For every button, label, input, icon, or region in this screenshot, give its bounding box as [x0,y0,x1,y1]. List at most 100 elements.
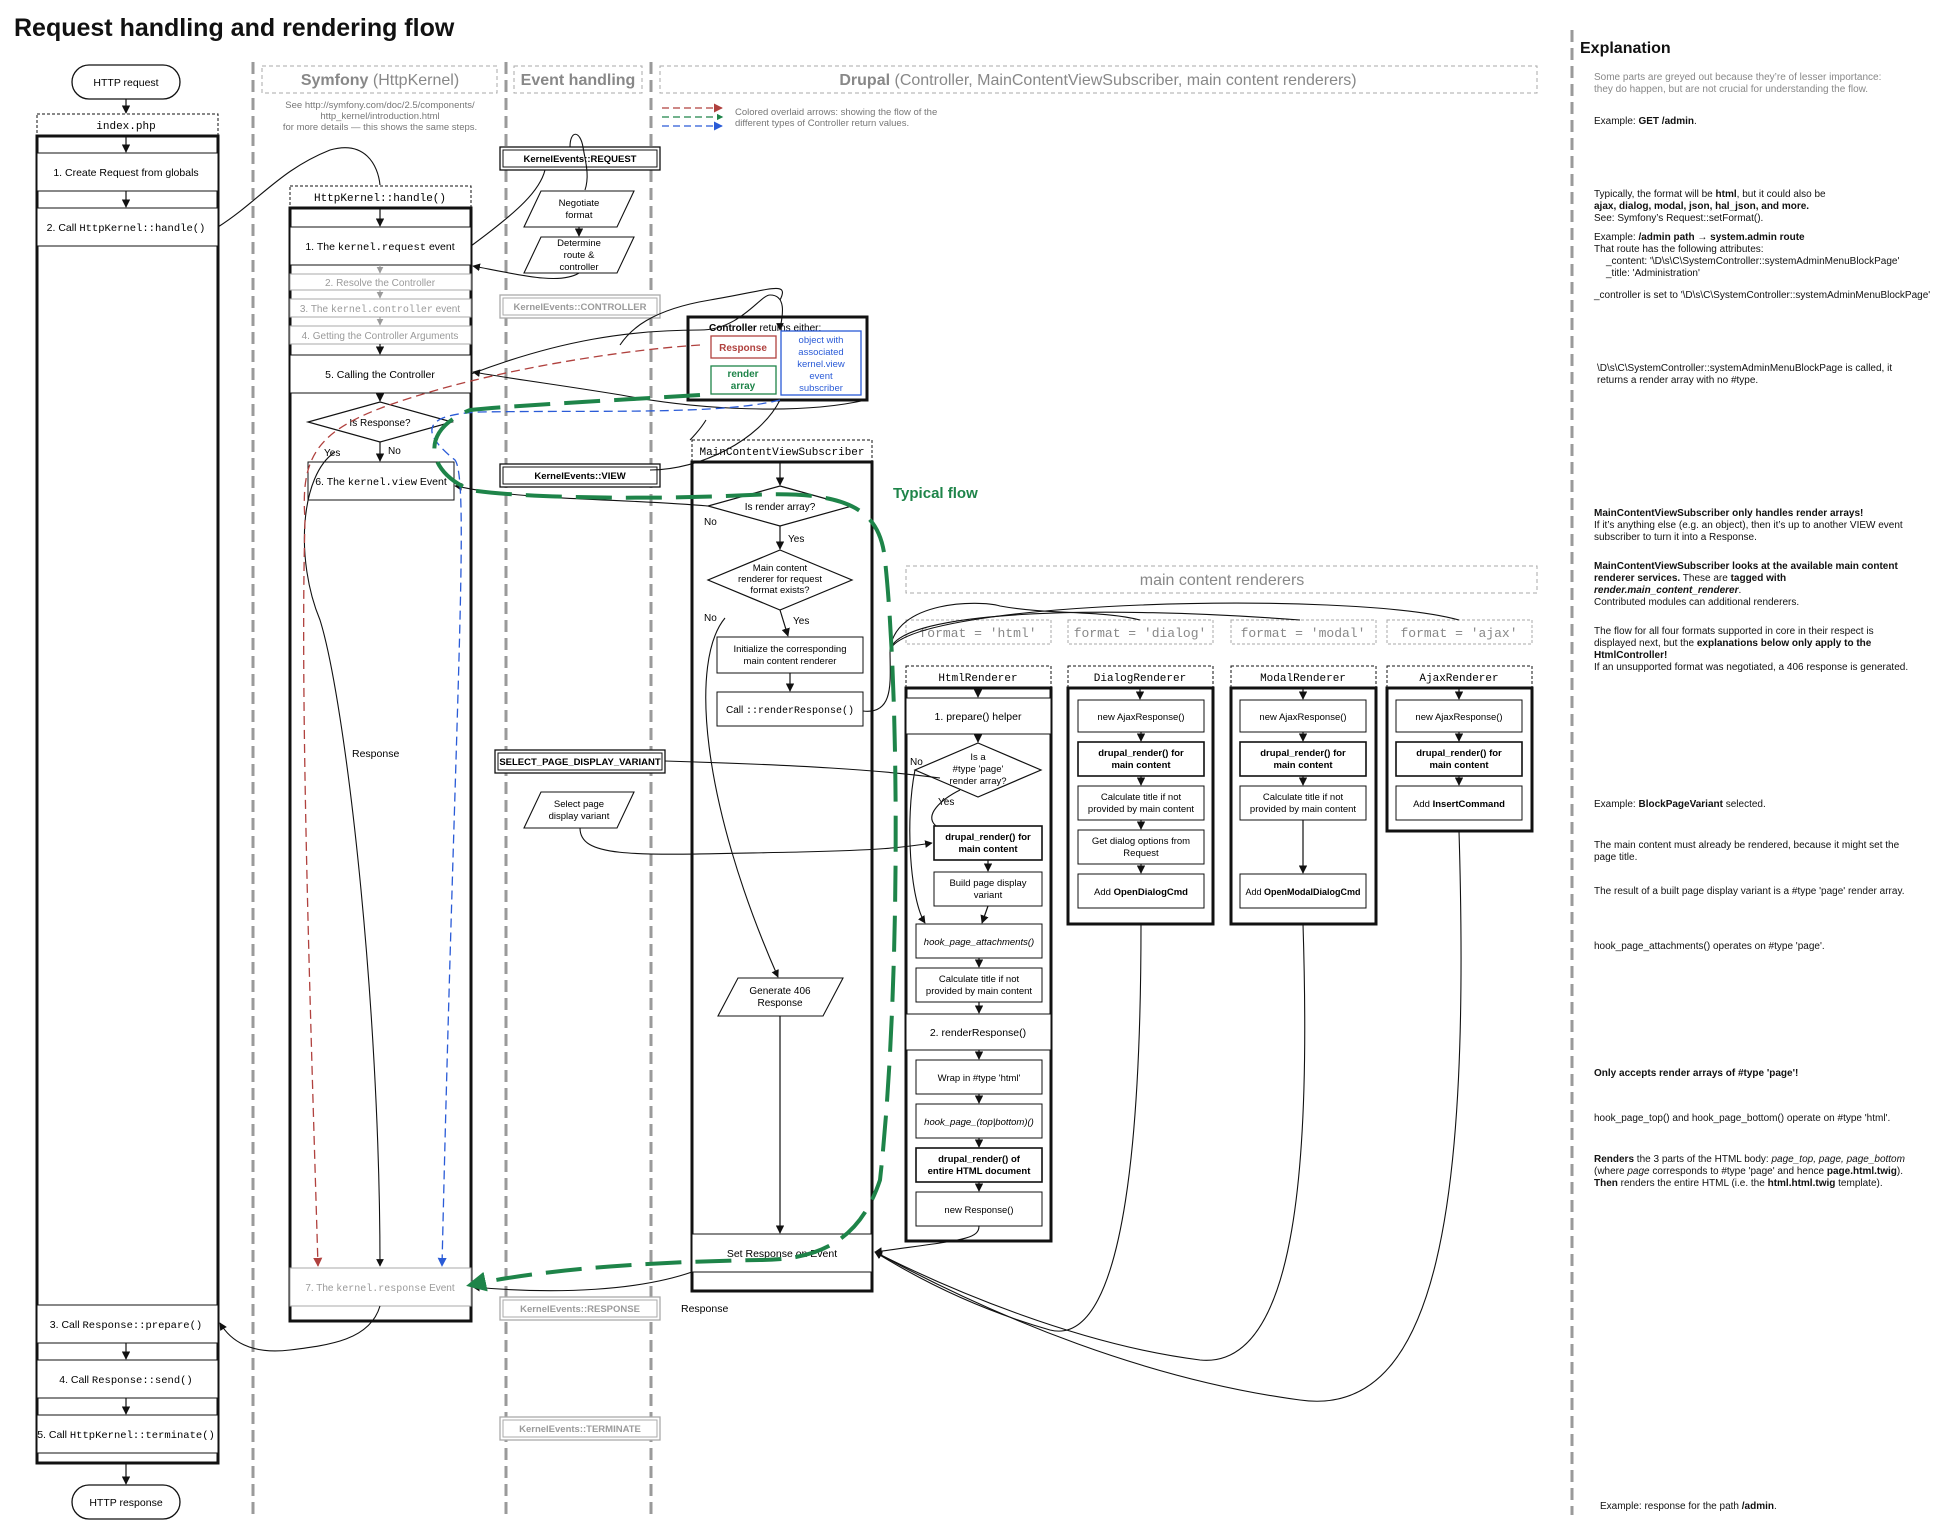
svg-text:hook_page_(top|bottom)(): hook_page_(top|bottom)() [924,1117,1034,1128]
index-step-prepare: 3. Call Response::prepare() [36,1304,219,1344]
expl-controller-set: _controller is set to '\D\s\C\SystemCont… [1594,290,1931,301]
svg-text:DialogRenderer: DialogRenderer [1094,673,1186,685]
http-request-terminal: HTTP request [71,64,181,100]
event-select-page-display-variant: SELECT_PAGE_DISPLAY_VARIANT [494,749,666,774]
svg-text:4. Call Response::send(): 4. Call Response::send() [59,1374,193,1387]
html-drupal-render-main: drupal_render() for main content [933,825,1043,861]
svg-text:KernelEvents::CONTROLLER: KernelEvents::CONTROLLER [513,302,646,313]
modal-add-cmd: Add OpenModalDialogCmd [1239,873,1367,909]
html-drupal-render-entire: drupal_render() of entire HTML document [915,1147,1043,1183]
mcvs-set-response: Set Response on Event [691,1233,873,1273]
ajax-renderer-header: AjaxRenderer [1386,665,1533,688]
http-response-terminal: HTTP response [71,1484,181,1520]
kernel-step-controller-arguments: 4. Getting the Controller Arguments [289,325,472,345]
index-step-call-handle: 2. Call HttpKernel::handle() [36,207,219,247]
svg-text:new AjaxResponse(): new AjaxResponse() [1097,712,1184,723]
event-determine-route: Determine route & controller [523,236,635,274]
svg-text:new Response(): new Response() [944,1205,1013,1216]
svg-text:drupal_render() for: drupal_render() for [945,832,1031,843]
svg-text:for more details — this shows: for more details — this shows the same s… [283,122,477,133]
svg-text:render array?: render array? [949,776,1006,787]
svg-text:Drupal (Controller, MainConten: Drupal (Controller, MainContentViewSubsc… [839,72,1356,89]
svg-text:Main content: Main content [753,563,808,574]
expl-example-get: Example: GET /admin. [1594,116,1697,127]
kernel-no-label: No [388,446,401,457]
svg-text:drupal_render() for: drupal_render() for [1416,748,1502,759]
svg-text:format: format [566,210,593,221]
svg-text:3. Call Response::prepare(): 3. Call Response::prepare() [50,1319,202,1332]
index-step-send: 4. Call Response::send() [36,1359,219,1399]
expl-final-response: Example: response for the path /admin. [1600,1501,1777,1512]
svg-text:Request: Request [1123,848,1159,859]
html-build-variant: Build page display variant [933,871,1043,907]
svg-text:format = 'dialog': format = 'dialog' [1074,626,1207,641]
svg-text:format = 'ajax': format = 'ajax' [1400,626,1517,641]
svg-text:format = 'modal': format = 'modal' [1241,626,1366,641]
html-render-response-step: 2. renderResponse() [905,1013,1052,1051]
svg-text:event: event [809,371,833,382]
svg-text:3. The kernel.controller event: 3. The kernel.controller event [300,304,460,316]
svg-text:http_kernel/introduction.html: http_kernel/introduction.html [320,111,439,122]
svg-text:5. Call HttpKernel::terminate(: 5. Call HttpKernel::terminate() [37,1429,215,1442]
mcvs-response-label: Response [681,1303,728,1315]
svg-text:Calculate title if not: Calculate title if not [1263,792,1344,803]
controller-option-object: object with associated kernel.view event… [780,330,862,396]
blue-flow-arrow [431,399,781,1267]
svg-text:main content: main content [958,844,1018,855]
svg-text:2. Call HttpKernel::handle(): 2. Call HttpKernel::handle() [47,222,206,235]
mcvs-header: MainContentViewSubscriber [691,439,873,462]
expl-block-variant: Example: BlockPageVariant selected. [1594,799,1766,810]
svg-text:subscriber: subscriber [799,383,843,394]
svg-text:associated: associated [798,347,843,358]
expl-mcvs-looks: MainContentViewSubscriber looks at the a… [1594,561,1898,608]
expl-only-accepts: Only accepts render arrays of #type 'pag… [1594,1068,1799,1079]
legend-arrows: Colored overlaid arrows: showing the flo… [662,103,937,131]
svg-text:Add OpenModalDialogCmd: Add OpenModalDialogCmd [1245,887,1360,897]
svg-text:entire HTML document: entire HTML document [928,1166,1032,1177]
svg-text:Set Response on Event: Set Response on Event [727,1248,837,1260]
svg-text:1. Create Request from globals: 1. Create Request from globals [53,167,198,179]
svg-text:kernel.view: kernel.view [797,359,845,370]
lane-header-symfony: Symfony (HttpKernel) [261,65,498,94]
mcvs-call-render-response: Call ::renderResponse() [716,691,864,727]
svg-text:index.php: index.php [96,121,155,133]
page-title: Request handling and rendering flow [14,14,455,42]
svg-text:Calculate title if not: Calculate title if not [939,974,1020,985]
svg-text:Determine: Determine [557,238,601,249]
svg-text:1. prepare() helper: 1. prepare() helper [935,711,1022,723]
svg-text:7. The kernel.response Event: 7. The kernel.response Event [305,1283,455,1295]
ajax-add-cmd: Add InsertCommand [1395,785,1523,821]
kernel-step-request-event: 1. The kernel.request event [289,226,472,266]
event-select-page-variant-step: Select page display variant [523,791,635,829]
ajax-drupal-render: drupal_render() for main content [1395,741,1523,777]
mcvs-init-renderer: Initialize the corresponding main conten… [716,636,864,674]
svg-text:Is render array?: Is render array? [745,502,816,513]
event-kernel-terminate: KernelEvents::TERMINATE [499,1416,661,1441]
svg-text:Get dialog options from: Get dialog options from [1092,836,1190,847]
format-html: format = 'html' [905,619,1052,645]
modal-calc-title: Calculate title if not provided by main … [1239,785,1367,821]
svg-text:drupal_render() for: drupal_render() for [1260,748,1346,759]
mcvs-yes-label-2: Yes [793,616,809,627]
svg-text:display variant: display variant [549,811,610,822]
dialog-get-options: Get dialog options from Request [1077,829,1205,865]
html-renderer-frame [904,686,1053,1243]
html-yes-label: Yes [938,797,954,808]
kernel-step-resolve-controller: 2. Resolve the Controller [289,273,472,291]
svg-text:Controller returns either:: Controller returns either: [709,323,821,334]
html-no-label: No [910,757,923,768]
svg-text:#type 'page': #type 'page' [953,764,1004,775]
svg-text:Event handling: Event handling [521,72,636,89]
svg-text:main content: main content [1273,760,1333,771]
svg-text:Response: Response [757,998,802,1009]
mcvs-no-label-2: No [704,613,717,624]
mcvs-decision-renderer-exists: Main content renderer for request format… [706,549,854,611]
svg-text:format exists?: format exists? [750,585,809,596]
svg-text:new AjaxResponse(): new AjaxResponse() [1259,712,1346,723]
expl-built-variant: The result of a built page display varia… [1594,886,1905,897]
html-renderer-header: HtmlRenderer [905,665,1052,688]
svg-text:Is a: Is a [970,752,986,763]
kernel-step-calling-controller: 5. Calling the Controller [289,354,472,394]
dialog-new-ajax: new AjaxResponse() [1077,699,1205,733]
